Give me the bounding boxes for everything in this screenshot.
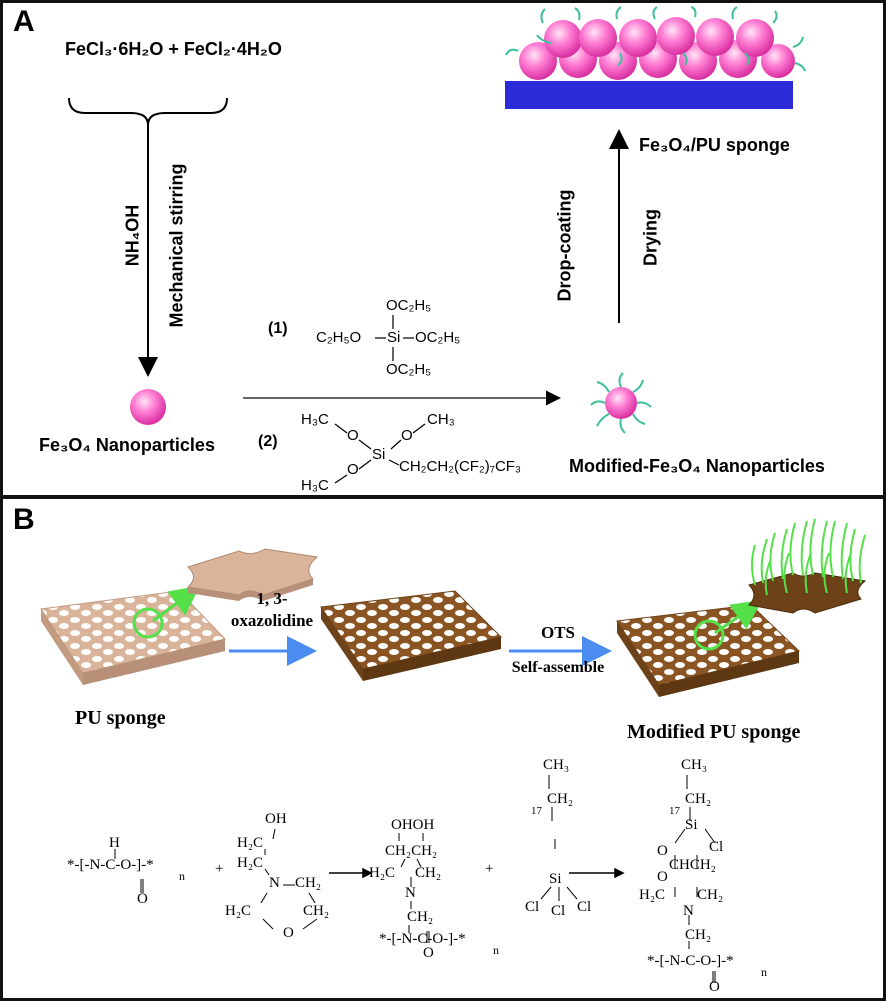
modified-hairs	[751, 518, 866, 596]
panel-b-label: B	[13, 503, 35, 536]
fs-si: Si	[372, 446, 386, 463]
p2-ch2-right: CH₂	[697, 887, 724, 903]
oxa-o: O	[283, 925, 294, 941]
fe3o4-nanoparticles-label: Fe₃O₄ Nanoparticles	[39, 435, 215, 455]
pu-n: n	[179, 869, 185, 883]
fe3o4-particle	[130, 389, 166, 425]
reagent-1-line-2: oxazolidine	[230, 611, 314, 630]
p2-h2c: H₂C	[639, 887, 666, 903]
oxa-h2c-3: H₂C	[225, 903, 252, 919]
nh4oh-label: NH₄OH	[122, 204, 143, 267]
panel-b: B	[0, 496, 886, 1001]
modified-highlight-circle	[693, 619, 725, 651]
reagent-1-line-1: 1, 3-	[256, 589, 288, 608]
reagent-2: OTS	[540, 623, 576, 642]
p1-chch: CH₂CH₂	[385, 843, 438, 859]
fs-h3c-top: H₃C	[301, 411, 329, 428]
p1-n: N	[405, 885, 416, 901]
fs-o-top-left: O	[347, 427, 359, 444]
p1-o: O	[423, 945, 434, 961]
ots-cl-2: Cl	[551, 903, 566, 919]
structure-bonds	[114, 775, 716, 983]
p2-o: O	[709, 979, 720, 995]
reactants-formula: FeCl₃·6H₂O + FeCl₂·4H₂O	[65, 39, 282, 59]
teos-bottom: OC₂H₅	[386, 361, 432, 378]
step-1-label: (1)	[268, 320, 288, 337]
raw-zoom-arrow	[152, 585, 201, 623]
fs-h3c-bottom: H₃C	[301, 477, 329, 494]
sponge-label: Fe₃O₄/PU sponge	[639, 135, 790, 155]
oxa-n: N	[269, 875, 280, 891]
teos-top: OC₂H₅	[386, 297, 432, 314]
p2-ch2: CH₂	[685, 791, 712, 807]
raw-highlight-circle	[132, 607, 164, 639]
p2-o2: O	[657, 869, 668, 885]
plus-2: +	[485, 861, 494, 877]
ots-cl-1: Cl	[525, 899, 540, 915]
pu-sponge-label: PU sponge	[75, 707, 166, 729]
ots-cl-3: Cl	[577, 899, 592, 915]
p1-ch2: CH₂	[407, 909, 434, 925]
oxa-ch2-2: CH₂	[303, 903, 330, 919]
teos-right: OC₂H₅	[415, 329, 461, 346]
modified-nanoparticles-label: Modified-Fe₃O₄ Nanoparticles	[569, 456, 825, 476]
teos-si: Si	[387, 329, 401, 346]
brace-shape	[68, 97, 228, 126]
p1-h2c: H₂C	[369, 865, 396, 881]
oxa-h2c-2: H₂C	[237, 855, 264, 871]
ots-si: Si	[549, 871, 562, 887]
p2-si: Si	[685, 817, 698, 833]
oxa-oh: OH	[265, 811, 287, 827]
p2-ch3: CH₃	[681, 757, 708, 773]
modified-pu-sponge-label: Modified PU sponge	[627, 721, 801, 743]
p2-o1: O	[657, 843, 668, 859]
p1-n-sub: n	[493, 943, 499, 957]
step-2-label: (2)	[258, 433, 278, 450]
self-assemble-label: Self-assemble	[511, 659, 605, 676]
p1-chain: *-[-N-C-O-]-*	[379, 931, 466, 947]
reaction-arrows	[329, 867, 625, 879]
p1-ch2b: CH₂	[415, 865, 442, 881]
drying-label: Drying	[640, 209, 661, 267]
p2-ch2b: CH₂	[685, 927, 712, 943]
pu-h: H	[109, 835, 120, 851]
p2-cl: Cl	[709, 839, 724, 855]
pu-o: O	[137, 891, 148, 907]
panel-a-label: A	[13, 5, 35, 38]
ots-17: 17	[531, 805, 542, 817]
teos-left: C₂H₅O	[316, 329, 362, 346]
pu-chain: *-[-N-C-O-]-*	[67, 857, 154, 873]
modified-particle	[590, 372, 652, 434]
oxa-ch2: CH₂	[295, 875, 322, 891]
coated-particles	[519, 17, 795, 80]
mechanical-stirring-label: Mechanical stirring	[166, 163, 187, 328]
panel-a-graphics	[68, 6, 806, 434]
oxa-h2c-1: H₂C	[237, 835, 264, 851]
panel-a: A FeCl₃·6H₂O + FeCl₂·4H₂O	[0, 0, 886, 498]
ots-ch3: CH₃	[543, 757, 570, 773]
p2-n-sub: n	[761, 965, 767, 979]
plus-1: +	[215, 861, 224, 877]
substrate	[505, 81, 793, 109]
coated-ligands	[505, 6, 806, 72]
p2-n: N	[683, 903, 694, 919]
p2-17: 17	[669, 805, 680, 817]
p1-ohoh: OHOH	[391, 817, 435, 833]
fs-chain: CH₂CH₂(CF₂)₇CF₃	[399, 458, 522, 475]
modified-zoom-arrow	[714, 599, 763, 635]
panel-b-graphics	[40, 518, 867, 983]
fs-ch3: CH₃	[427, 411, 455, 428]
fs-o-top-right: O	[401, 427, 413, 444]
ots-ch2: CH₂	[547, 791, 574, 807]
p2-chch: CHCH₂	[669, 857, 716, 873]
p2-chain: *-[-N-C-O-]-*	[647, 953, 734, 969]
fs-o-bottom: O	[347, 461, 359, 478]
drop-coating-label: Drop-coating	[554, 189, 575, 302]
